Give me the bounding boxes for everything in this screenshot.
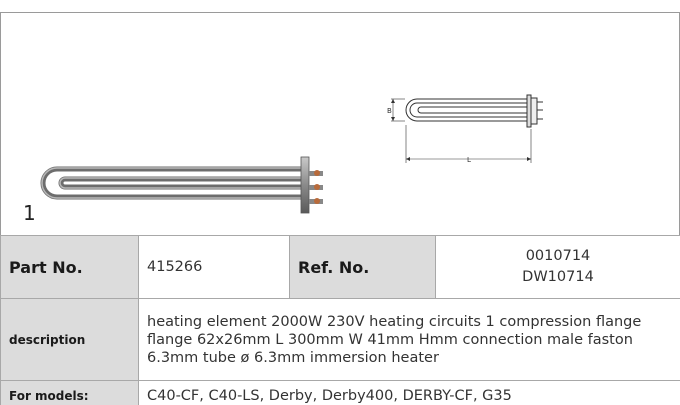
description-value: heating element 2000W 230V heating circu…: [138, 298, 680, 381]
description-label: description: [0, 298, 139, 381]
description-line: 6.3mm tube ø 6.3mm immersion heater: [147, 349, 439, 366]
models-row: For models: C40-CF, C40-LS, Derby, Derby…: [0, 380, 680, 405]
product-sheet: B L: [0, 12, 680, 405]
product-image-area: B L: [0, 13, 680, 235]
description-row: description heating element 2000W 230V h…: [0, 298, 680, 381]
dim-length-label: L: [467, 156, 471, 164]
description-line: heating element 2000W 230V heating circu…: [147, 313, 642, 330]
ref-number-value: 0010714 DW10714: [435, 235, 680, 299]
models-label: For models:: [0, 380, 139, 405]
part-row: Part No. 415266 Ref. No. 0010714 DW10714: [0, 235, 680, 299]
models-value: C40-CF, C40-LS, Derby, Derby400, DERBY-C…: [138, 380, 680, 405]
dimension-drawing: B L: [387, 94, 543, 164]
ref-number-label: Ref. No.: [289, 235, 436, 299]
heating-element-photo: [40, 156, 323, 214]
part-number-value: 415266: [138, 235, 290, 299]
image-number: 1: [23, 201, 36, 225]
ref-number-2: DW10714: [522, 269, 594, 285]
ref-number-1: 0010714: [525, 248, 591, 264]
specification-table: Part No. 415266 Ref. No. 0010714 DW10714…: [0, 235, 680, 405]
part-number-label: Part No.: [0, 235, 139, 299]
dim-height-label: B: [387, 107, 392, 115]
description-line: flange 62x26mm L 300mm W 41mm Hmm connec…: [147, 331, 633, 348]
